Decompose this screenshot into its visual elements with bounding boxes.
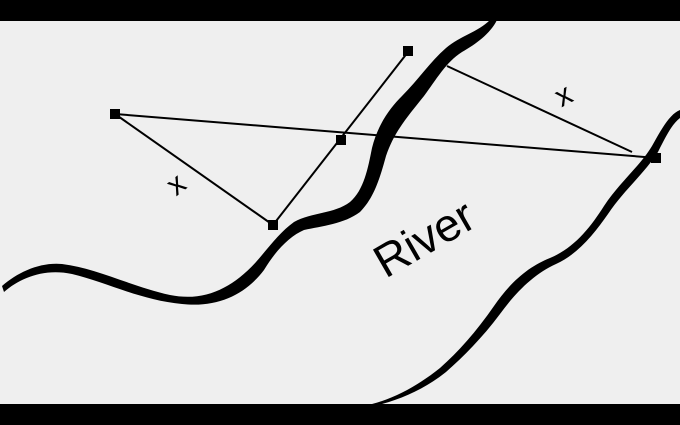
point-marker-c	[403, 46, 413, 56]
point-marker-a	[110, 109, 120, 119]
point-marker-mid	[336, 135, 346, 145]
line-d-to-far-point	[446, 65, 633, 153]
point-marker-far	[651, 153, 661, 163]
line-a-to-b	[114, 113, 274, 226]
point-marker-b	[268, 220, 278, 230]
line-a-to-far-point	[114, 113, 658, 159]
river-bank-left	[2, 20, 497, 305]
